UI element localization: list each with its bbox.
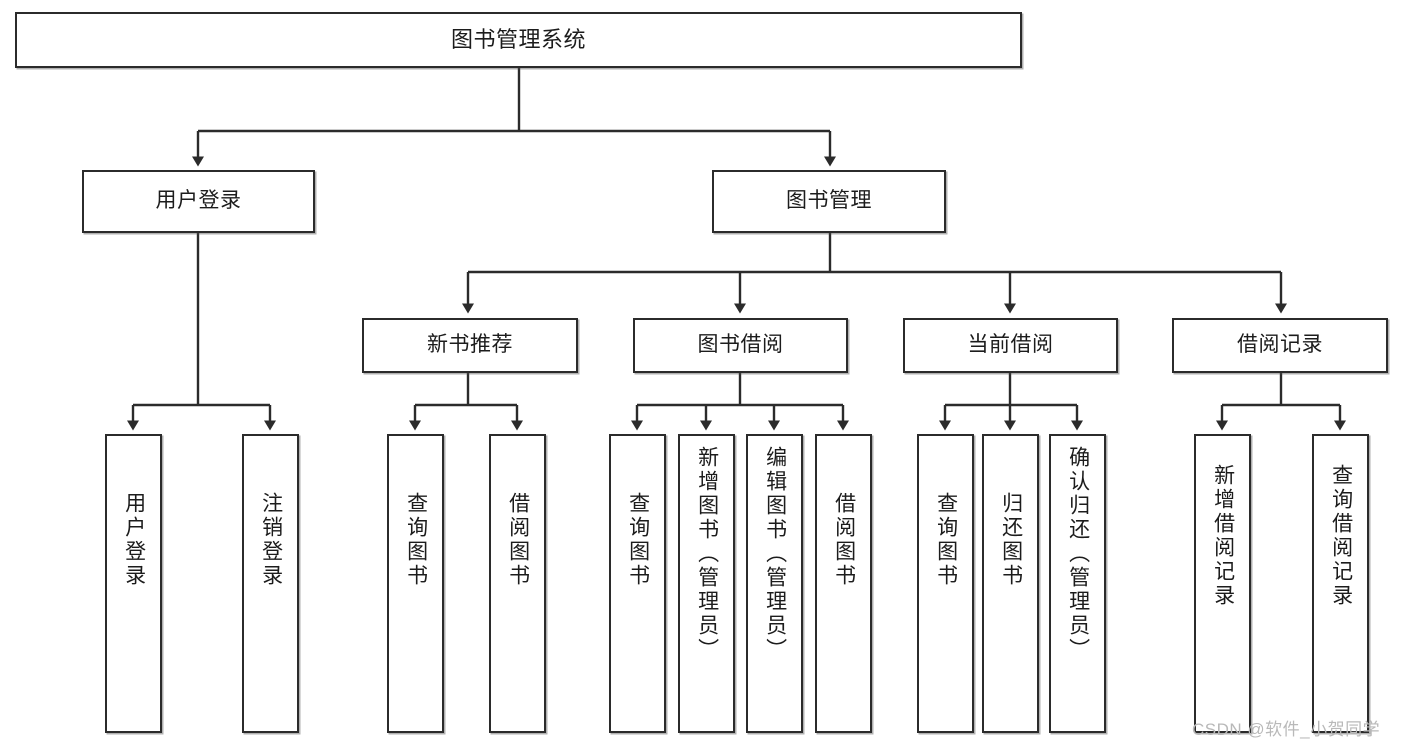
node-book-borrow-label: 图书借阅 [697,333,784,357]
leaf-new-book-borrow-book[interactable]: 借阅图书 [489,434,546,733]
leaf-user-login-logout[interactable]: 注销登录 [242,434,299,733]
node-borrow-record-label: 借阅记录 [1237,333,1323,357]
leaf-current-return-book-label: 归还图书 [999,492,1023,588]
node-new-book-recommend-label: 新书推荐 [427,333,513,357]
leaf-current-confirm-return-admin[interactable]: 确认归还（管理员） [1049,434,1106,733]
leaf-current-query-book-label: 查询图书 [934,492,958,588]
leaf-record-add-record-label: 新增借阅记录 [1211,464,1235,608]
csdn-watermark: CSDN @软件_小贺同学 [1192,720,1381,739]
leaf-borrow-borrow-book[interactable]: 借阅图书 [815,434,872,733]
node-book-management-label: 图书管理 [786,189,872,213]
leaf-new-book-query-book-label: 查询图书 [404,492,428,588]
leaf-record-query-record-label: 查询借阅记录 [1329,464,1353,608]
leaf-new-book-query-book[interactable]: 查询图书 [387,434,444,733]
node-current-borrow-label: 当前借阅 [967,333,1054,357]
node-user-login[interactable]: 用户登录 [82,170,315,233]
leaf-borrow-edit-book-admin[interactable]: 编辑图书（管理员） [746,434,803,733]
leaf-current-confirm-return-admin-label: 确认归还（管理员） [1066,446,1090,662]
node-user-login-label: 用户登录 [155,189,242,213]
leaf-new-book-borrow-book-label: 借阅图书 [506,492,530,588]
leaf-borrow-add-book-admin[interactable]: 新增图书（管理员） [678,434,735,733]
leaf-user-login-login[interactable]: 用户登录 [105,434,162,733]
node-book-management[interactable]: 图书管理 [712,170,946,233]
leaf-record-query-record[interactable]: 查询借阅记录 [1312,434,1369,733]
leaf-borrow-query-book[interactable]: 查询图书 [609,434,666,733]
leaf-borrow-query-book-label: 查询图书 [626,492,650,588]
leaf-record-add-record[interactable]: 新增借阅记录 [1194,434,1251,733]
node-book-borrow[interactable]: 图书借阅 [633,318,848,373]
node-root-system[interactable]: 图书管理系统 [15,12,1022,68]
node-current-borrow[interactable]: 当前借阅 [903,318,1118,373]
node-borrow-record[interactable]: 借阅记录 [1172,318,1388,373]
leaf-borrow-borrow-book-label: 借阅图书 [832,492,856,588]
node-root-label: 图书管理系统 [450,27,586,53]
leaf-current-query-book[interactable]: 查询图书 [917,434,974,733]
leaf-current-return-book[interactable]: 归还图书 [982,434,1039,733]
leaf-user-login-logout-label: 注销登录 [259,492,283,588]
leaf-user-login-login-label: 用户登录 [122,492,146,588]
leaf-borrow-add-book-admin-label: 新增图书（管理员） [695,446,719,662]
leaf-borrow-edit-book-admin-label: 编辑图书（管理员） [763,446,787,662]
node-new-book-recommend[interactable]: 新书推荐 [362,318,578,373]
